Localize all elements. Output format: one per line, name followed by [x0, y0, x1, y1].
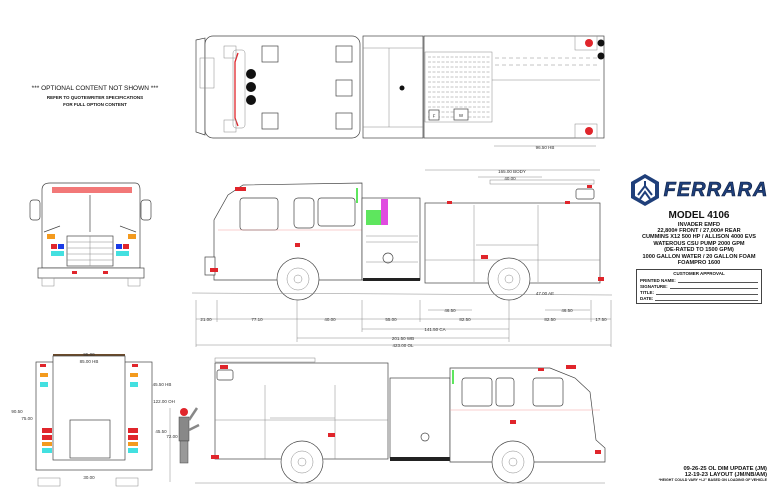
- hose-reel-icon: [246, 69, 256, 79]
- dim-bumper-to-axle: 77.10: [251, 317, 263, 322]
- revision-2: 12-19-23 LAYOUT (JM/NB/AM): [684, 472, 767, 478]
- sub-dim: 40.00: [504, 176, 516, 181]
- dim-overall-height: 122.00 OH: [153, 399, 175, 404]
- notice-line2: FOR FULL OPTION CONTENT: [63, 102, 127, 107]
- dim-front-overhang: 21.00: [200, 317, 212, 322]
- signature-field[interactable]: [669, 284, 758, 289]
- pump-panel-driver: [389, 377, 451, 459]
- top-view: F W 96.50 HB: [195, 35, 605, 150]
- body-dim: 165.00 BODY: [498, 169, 526, 174]
- wheels: [276, 257, 531, 301]
- side-view-driver: [195, 357, 606, 484]
- dim-rear-height-2: 75.00: [21, 416, 33, 421]
- rear-light: [585, 127, 593, 135]
- dim-body-to-axle: 82.50: [459, 317, 471, 322]
- brand-name: FERRARA: [663, 178, 769, 201]
- firefighter-scale-figure: 72.00: [166, 407, 200, 482]
- rear-light: [585, 39, 593, 47]
- side-view-officer: 165.00 BODY 40.00 47.00 AE: [191, 169, 613, 301]
- dim-rear-overhang: 82.50: [544, 317, 556, 322]
- date-label: DATE:: [640, 296, 654, 302]
- notice-line1: REFER TO QUOTEWRITER SPECIFICATIONS: [47, 95, 143, 100]
- spec-line-1: INVADER EMFD: [677, 221, 721, 228]
- dim-overall-length: 423.00 OL: [392, 343, 414, 348]
- front-view: [29, 182, 152, 287]
- water-tank-fill: [453, 108, 469, 121]
- dim-rear-height: 90.50: [11, 409, 23, 414]
- spec-line-6: 1000 GALLON WATER / 20 GALLON FOAM: [642, 253, 756, 260]
- dim-hosebed-height: 45.50 HB: [153, 382, 172, 387]
- spec-line-3: CUMMINS X12 500 HP / ALLISON 4000 EVS: [641, 234, 757, 241]
- title-block: FERRARA MODEL 4106 INVADER EMFD 22,800# …: [628, 172, 770, 305]
- dim-cab-to-axle: 141.50 CA: [424, 327, 445, 332]
- printed-name-label: PRINTED NAME:: [640, 277, 676, 283]
- date-field[interactable]: [655, 296, 758, 302]
- dim-rear-bottom: 30.00: [83, 475, 95, 480]
- dim-tailboard: 17.50: [595, 317, 607, 322]
- notice-headline: *** OPTIONAL CONTENT NOT SHOWN ***: [32, 85, 159, 92]
- model-title: MODEL 4106: [668, 210, 730, 221]
- revision-1: 09-26-25 OL DIM UPDATE (JM): [683, 466, 767, 472]
- front-lightbar: [52, 187, 132, 193]
- revision-notes: 09-26-25 OL DIM UPDATE (JM) 12-19-23 LAY…: [659, 466, 767, 482]
- dim-wheelbase: 201.50 WB: [392, 336, 414, 341]
- spec-line-4: WATEROUS CSU PUMP 2000 GPM: [653, 240, 745, 247]
- dim-axle-to-cab: 40.00: [324, 317, 336, 322]
- dim-rear-width: 95.00: [83, 352, 95, 357]
- title-field[interactable]: [656, 290, 758, 296]
- hose-bed-dim: 96.50 HB: [536, 145, 555, 150]
- dim-step-height: 45.50: [155, 429, 167, 434]
- lightbar-top: [234, 52, 239, 127]
- printed-name-field[interactable]: [677, 278, 758, 283]
- dim-hosebed-width: 85.00 HB: [80, 359, 99, 364]
- signature-label: SIGNATURE:: [640, 283, 668, 289]
- dim-compartment-2: 46.50: [561, 308, 573, 313]
- dim-compartment-1: 46.50: [444, 308, 456, 313]
- rear-view: 95.00 85.00 HB 90.50 75.00 45.50 HB 122.…: [11, 352, 175, 487]
- spec-line-7: FOAMPRO 1600: [677, 260, 721, 267]
- approval-heading: CUSTOMER APPROVAL: [673, 271, 725, 277]
- ferrara-shield-icon: [630, 174, 659, 206]
- water-tank-label: W: [459, 113, 464, 118]
- seats: [261, 45, 353, 130]
- dim-pump-house: 55.00: [385, 317, 397, 322]
- angle-dim: 47.00 AE: [536, 291, 554, 296]
- spec-line-5: (DE-RATED TO 1500 GPM): [664, 247, 734, 254]
- optional-content-notice: *** OPTIONAL CONTENT NOT SHOWN *** REFER…: [32, 85, 159, 107]
- customer-approval-box: CUSTOMER APPROVAL PRINTED NAME: SIGNATUR…: [636, 269, 762, 305]
- dim-figure-height: 72.00: [166, 434, 178, 439]
- spec-line-2: 22,800# FRONT / 27,000# REAR: [657, 227, 741, 234]
- title-label: TITLE:: [640, 289, 654, 295]
- height-disclaimer: *HEIGHT COULD VARY +/-2" BASED ON LOADIN…: [658, 478, 767, 482]
- foam-tank-fill: [428, 109, 440, 121]
- length-dimensions: 21.00 77.10 40.00 55.00 82.50 82.50 17.5…: [195, 300, 612, 348]
- hose-bed-pattern: [428, 56, 598, 118]
- ferrara-logo: FERRARA: [628, 172, 770, 208]
- foam-tank-label: F: [433, 114, 436, 119]
